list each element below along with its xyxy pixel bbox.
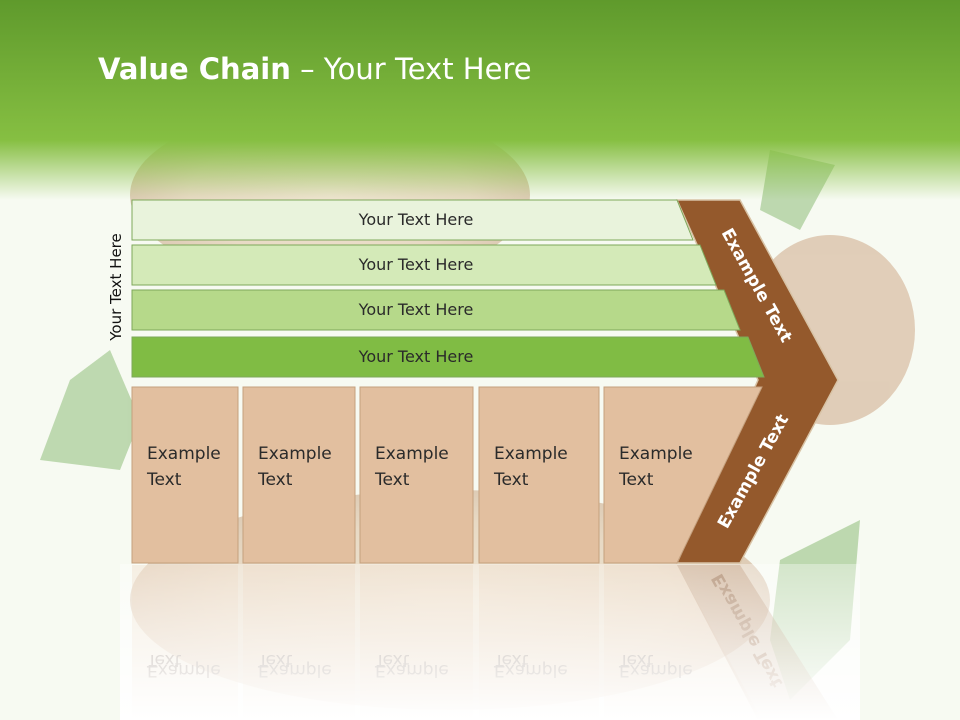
bar-3 [131, 289, 741, 331]
example-box-line2-1: Text [146, 470, 182, 490]
header-band [0, 0, 960, 200]
bar-label-4: Your Text Here [358, 347, 474, 366]
example-box-1 [131, 386, 239, 564]
example-box-5 [603, 386, 763, 564]
bar-label-2: Your Text Here [358, 255, 474, 274]
bar-2 [131, 244, 717, 286]
example-box-line2-2: Text [257, 470, 293, 490]
example-box-line2-4: Text [493, 470, 529, 490]
example-box-line1-3: Example [375, 444, 449, 464]
leaf-left [40, 350, 140, 470]
reflection-fade [120, 564, 860, 720]
page-title: Value Chain – Your Text Here [98, 52, 532, 86]
example-box-line2-5: Text [618, 470, 654, 490]
bar-1 [131, 199, 694, 241]
example-box-line1-2: Example [258, 444, 332, 464]
bar-label-1: Your Text Here [358, 210, 474, 229]
example-box-line1-5: Example [619, 444, 693, 464]
bar-4 [131, 336, 765, 378]
example-box-line2-3: Text [374, 470, 410, 490]
example-box-3 [359, 386, 474, 564]
page-title-bold: Value Chain [98, 52, 291, 86]
example-box-4 [478, 386, 600, 564]
bar-label-3: Your Text Here [358, 300, 474, 319]
side-label: Your Text Here [107, 233, 125, 341]
example-box-2 [242, 386, 356, 564]
page-title-rest: – Your Text Here [290, 52, 532, 86]
example-box-line1-4: Example [494, 444, 568, 464]
example-box-line1-1: Example [147, 444, 221, 464]
